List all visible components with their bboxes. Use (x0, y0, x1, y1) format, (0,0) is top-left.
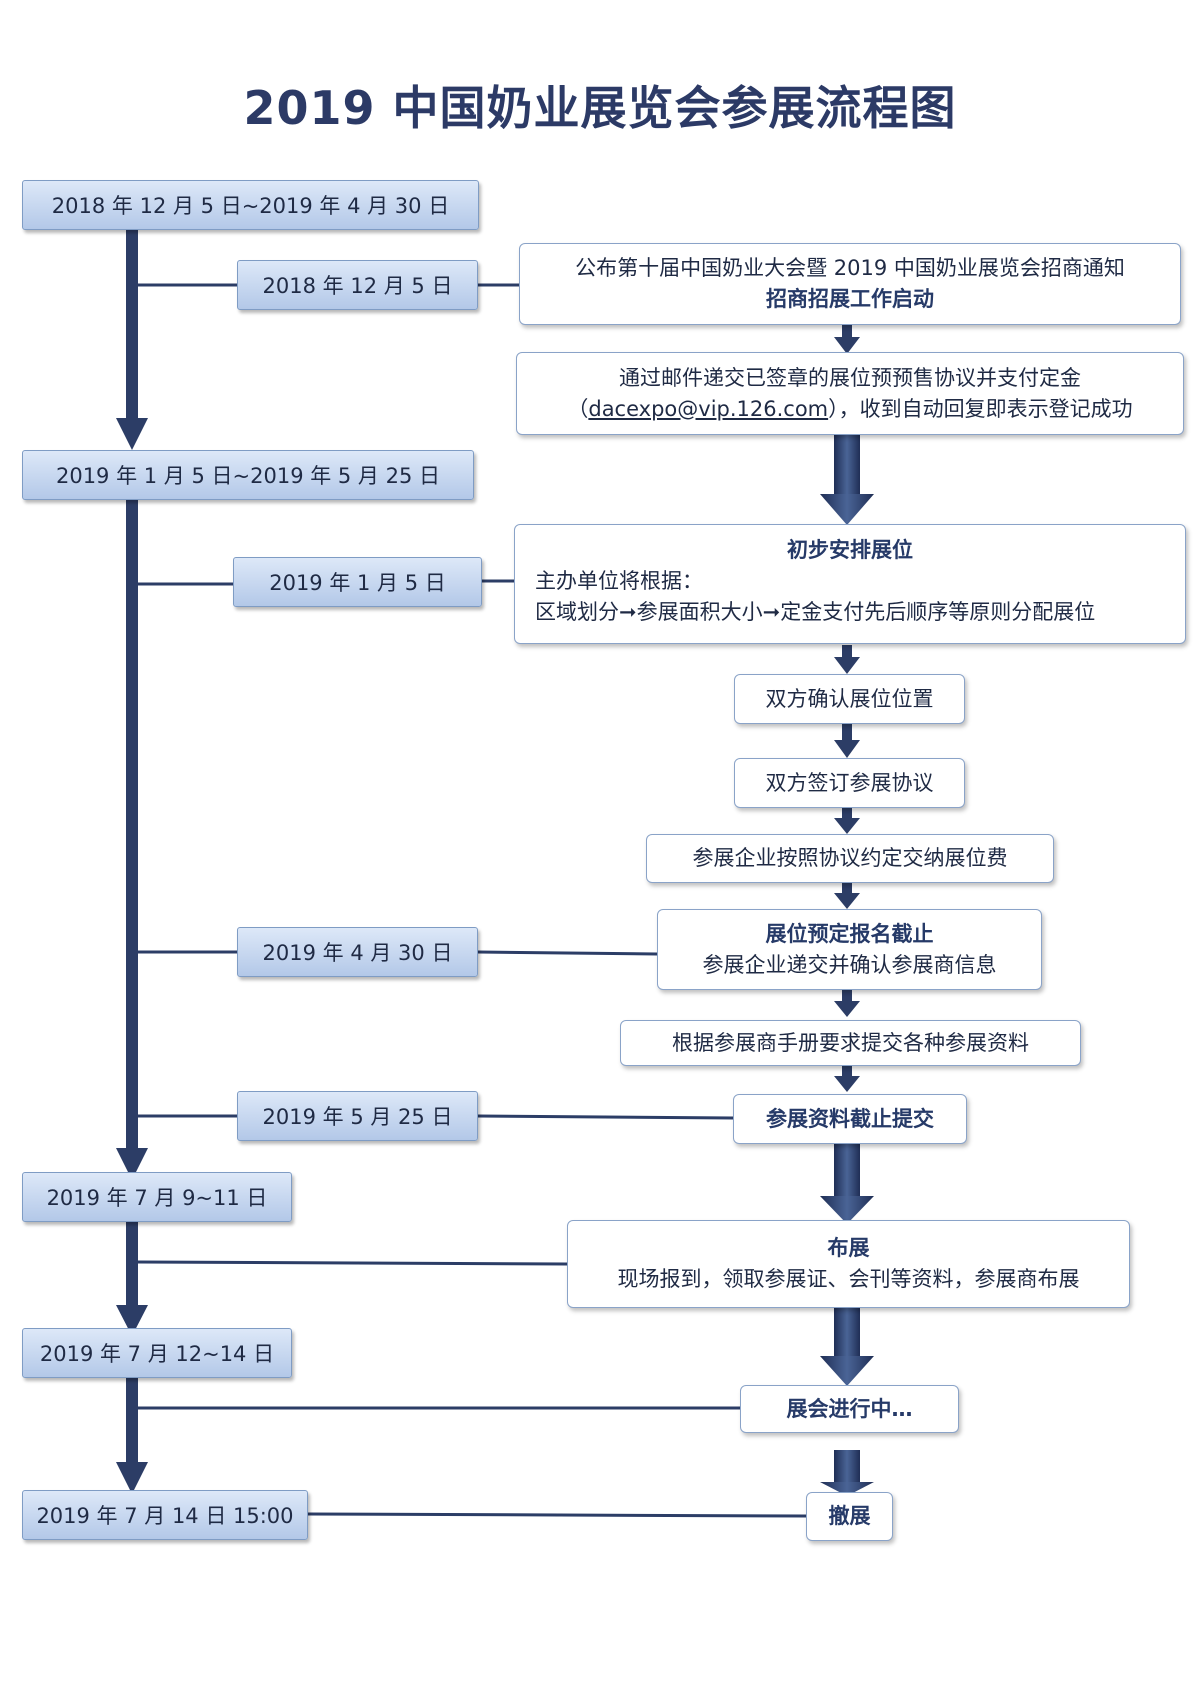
notice-line: 公布第十届中国奶业大会暨 2019 中国奶业展览会招商通知 (575, 256, 1125, 280)
horizontal-connectors (137, 283, 807, 1518)
step-dismantle: 撤展 (806, 1492, 893, 1541)
page-title: 2019 中国奶业展览会参展流程图 (243, 81, 957, 135)
step-notice: 公布第十届中国奶业大会暨 2019 中国奶业展览会招商通知 招商招展工作启动 (519, 243, 1181, 325)
arrange-line-2: 区域划分➞参展面积大小➞定金支付先后顺序等原则分配展位 (535, 600, 1096, 624)
setup-line: 现场报到，领取参展证、会刊等资料，参展商布展 (617, 1267, 1080, 1291)
step-arrows (834, 325, 860, 1092)
deadline-title: 展位预定报名截止 (765, 921, 934, 946)
step-pay: 参展企业按照协议约定交纳展位费 (646, 834, 1054, 883)
timeline-arrow-2 (116, 500, 148, 1180)
step-ongoing: 展会进行中… (740, 1385, 959, 1433)
date-box-4: 2019 年 5 月 25 日 (237, 1091, 478, 1141)
email-line: （dacexpo@vip.126.com），收到自动回复即表示登记成功 (517, 394, 1183, 425)
deadline-line: 参展企业递交并确认参展商信息 (702, 952, 997, 977)
big-step-arrows (820, 435, 874, 1496)
notice-launch: 招商招展工作启动 (766, 287, 934, 311)
date-period-1: 2018 年 12 月 5 日~2019 年 4 月 30 日 (22, 180, 479, 230)
email-open-paren: （ (567, 396, 589, 421)
step-confirm: 双方确认展位位置 (734, 674, 965, 724)
email-rest: ），收到自动回复即表示登记成功 (828, 396, 1133, 421)
step-materials: 根据参展商手册要求提交各种参展资料 (620, 1020, 1081, 1066)
arrange-line-1: 主办单位将根据： (535, 569, 703, 593)
setup-title: 布展 (827, 1236, 870, 1260)
step-sign: 双方签订参展协议 (734, 758, 965, 808)
step-setup: 布展 现场报到，领取参展证、会刊等资料，参展商布展 (567, 1220, 1130, 1308)
step-email: 通过邮件递交已签章的展位预预售协议并支付定金 （dacexpo@vip.126.… (516, 352, 1184, 435)
email-link[interactable]: dacexpo@vip.126.com (588, 396, 829, 421)
timeline-arrow-4 (116, 1378, 148, 1494)
step-arrange: 初步安排展位 主办单位将根据： 区域划分➞参展面积大小➞定金支付先后顺序等原则分… (514, 524, 1186, 644)
date-box-3: 2019 年 4 月 30 日 (237, 927, 478, 977)
date-period-5: 2019 年 7 月 14 日 15:00 (22, 1490, 308, 1540)
step-deadline: 展位预定报名截止 参展企业递交并确认参展商信息 (657, 909, 1042, 990)
date-box-1: 2018 年 12 月 5 日 (237, 260, 478, 310)
timeline-arrow-3 (116, 1222, 148, 1336)
date-period-4: 2019 年 7 月 12~14 日 (22, 1328, 292, 1378)
date-period-2: 2019 年 1 月 5 日~2019 年 5 月 25 日 (22, 450, 474, 500)
arrange-title: 初步安排展位 (787, 538, 913, 562)
email-instruction: 通过邮件递交已签章的展位预预售协议并支付定金 (619, 365, 1081, 390)
step-materials-deadline: 参展资料截止提交 (733, 1094, 967, 1144)
timeline-arrow-1 (116, 230, 148, 450)
date-period-3: 2019 年 7 月 9~11 日 (22, 1172, 292, 1222)
date-box-2: 2019 年 1 月 5 日 (233, 557, 482, 607)
